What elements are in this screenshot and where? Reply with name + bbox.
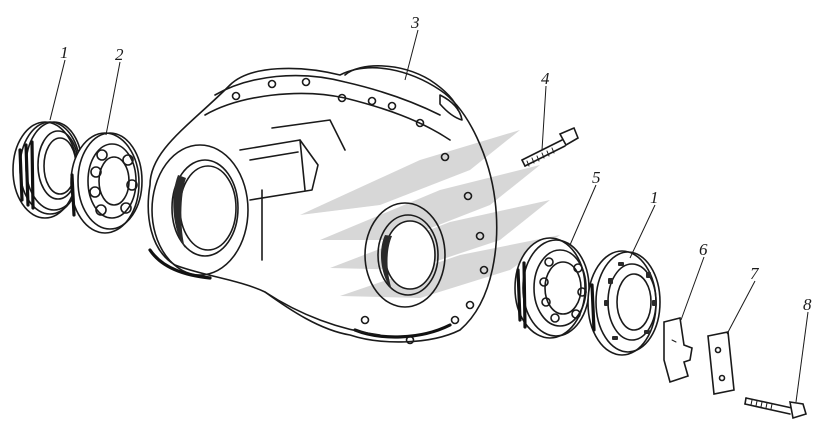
callout-3: 3	[410, 13, 420, 32]
callout-5: 5	[592, 168, 601, 187]
leader-lines	[49, 29, 809, 403]
leader-2	[105, 61, 121, 136]
leader-4	[541, 85, 547, 151]
callout-6: 6	[699, 240, 708, 259]
leader-3	[404, 29, 419, 81]
shim-plate	[707, 331, 735, 395]
leader-7	[726, 280, 756, 335]
callout-1-left: 1	[60, 43, 69, 62]
callout-2: 2	[115, 45, 124, 64]
leader-8	[795, 311, 809, 403]
bearing-housing	[147, 65, 498, 345]
oil-seal-left	[12, 121, 83, 219]
callout-7: 7	[750, 264, 760, 283]
leader-5	[569, 184, 597, 246]
ball-bearing-right	[514, 237, 590, 339]
leader-6	[680, 256, 705, 321]
leader-1-right	[629, 204, 656, 259]
lock-plate	[663, 317, 693, 384]
callout-1-right: 1	[650, 188, 659, 207]
bolt-small	[521, 126, 579, 167]
callout-labels: 1 2 3 4 5 1 6 7 8	[60, 13, 812, 314]
bolt-long	[744, 397, 807, 420]
callout-4: 4	[541, 69, 550, 88]
ball-bearing-left	[70, 132, 143, 234]
leader-1-left	[49, 59, 66, 121]
oil-seal-right	[587, 250, 661, 356]
callout-8: 8	[803, 295, 812, 314]
